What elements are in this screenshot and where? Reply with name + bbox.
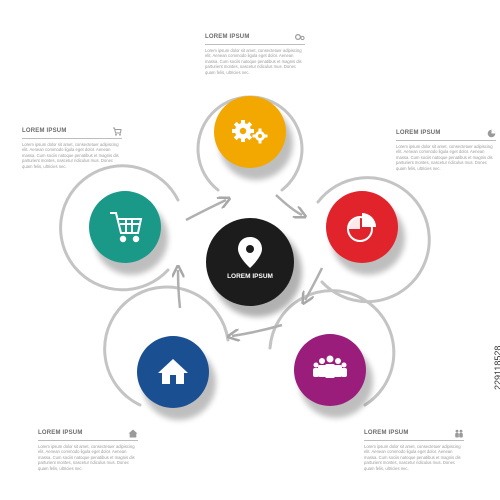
textblock-title: LOREM IPSUM [22,128,67,134]
shopping-cart-icon [110,212,143,243]
people-icon [313,355,347,378]
textblock-body: Lorem ipsum dolor sit amet, consectetuer… [22,142,119,169]
center-hub[interactable] [206,218,302,317]
divider [396,140,496,141]
divider [38,440,138,441]
step-cart[interactable] [89,191,168,275]
ring-chart [316,176,431,304]
arrow-gears-to-chart [275,194,302,215]
divider [22,138,122,139]
gears-icon [295,32,305,42]
stock-id-watermark: 229118528 [493,345,500,390]
textblock-body: Lorem ipsum dolor sit amet, consectetuer… [38,444,135,471]
textblock-lower-right: LOREM IPSUM Lorem ipsum dolor sit amet, … [364,428,464,471]
textblock-body: Lorem ipsum dolor sit amet, consectetuer… [396,144,493,171]
house-icon [128,428,138,438]
textblock-title: LOREM IPSUM [396,130,441,136]
center-label: LOREM IPSUM [227,273,273,280]
people-icon [454,428,464,438]
textblock-lower-left: LOREM IPSUM Lorem ipsum dolor sit amet, … [38,428,138,471]
step-chart[interactable] [326,191,405,275]
textblock-title: LOREM IPSUM [38,430,83,436]
textblock-title: LOREM IPSUM [364,430,409,436]
house-icon [158,359,188,384]
ring-team [268,289,396,407]
step-team[interactable] [294,334,373,418]
flow-arrows [178,194,324,336]
divider [364,440,464,441]
step-gears[interactable] [214,96,293,180]
arrow-cart-to-gears [185,200,226,222]
pie-chart-icon [347,213,376,242]
gears-icon [232,120,268,144]
textblock-top: LOREM IPSUM Lorem ipsum dolor sit amet, … [205,32,305,75]
location-pin-icon [238,237,262,268]
arrow-chart-to-team [305,267,324,300]
arrow-team-to-home [232,323,283,336]
arrow-home-to-cart [178,270,180,309]
textblock-upper-right: LOREM IPSUM Lorem ipsum dolor sit amet, … [396,128,496,171]
step-home[interactable] [137,336,216,420]
ring-home [103,285,230,407]
textblock-body: Lorem ipsum dolor sit amet, consectetuer… [364,444,461,471]
textblock-body: Lorem ipsum dolor sit amet, consectetuer… [205,48,302,75]
textblock-upper-left: LOREM IPSUM Lorem ipsum dolor sit amet, … [22,126,122,169]
orbit-rings [59,95,431,407]
shopping-cart-icon [112,126,122,136]
textblock-title: LOREM IPSUM [205,34,250,40]
pie-chart-icon [486,128,496,138]
divider [205,44,305,45]
ring-cart [59,164,180,292]
